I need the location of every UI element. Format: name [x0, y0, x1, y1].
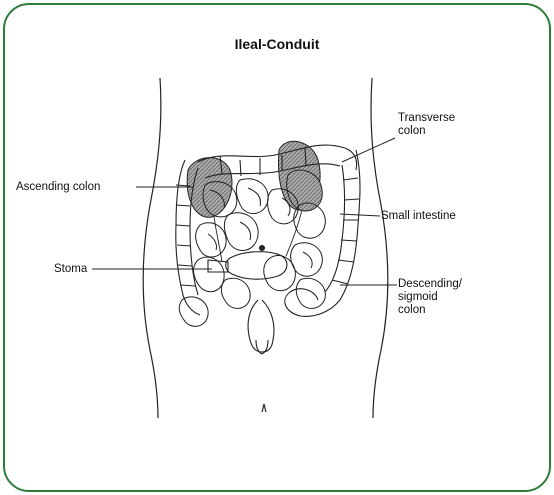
torso-left-contour — [143, 78, 161, 418]
small-bowel-loop-8 — [194, 257, 225, 292]
small-bowel-loop-9 — [264, 255, 296, 290]
label-descending-line3: colon — [398, 304, 426, 316]
small-bowel-loop-5 — [196, 223, 227, 257]
descending-colon-inner — [325, 165, 345, 292]
small-bowel-loop-6 — [224, 213, 258, 251]
label-transverse-colon-line2: colon — [398, 125, 426, 137]
body-outline — [143, 78, 388, 418]
leader-lines — [92, 138, 397, 285]
sigmoid-loop — [285, 289, 318, 316]
label-small-intestine: Small intestine — [381, 210, 456, 222]
small-bowel-loop-10 — [221, 278, 250, 308]
small-bowel-loop-12 — [296, 278, 325, 308]
small-bowel-loop-2 — [236, 179, 268, 214]
descending-haustra — [332, 178, 359, 284]
navel-mark — [262, 404, 266, 412]
label-ascending-colon: Ascending colon — [16, 181, 100, 193]
label-transverse-colon-line1: Transverse — [398, 112, 455, 124]
label-descending-line1: Descending/ — [398, 278, 462, 290]
label-descending-line2: sigmoid — [398, 291, 438, 303]
torso-right-contour — [371, 78, 388, 418]
leader-small-intestine — [340, 214, 380, 216]
rectum — [248, 300, 274, 352]
conduit-marker — [260, 246, 265, 251]
label-stoma: Stoma — [54, 263, 87, 275]
